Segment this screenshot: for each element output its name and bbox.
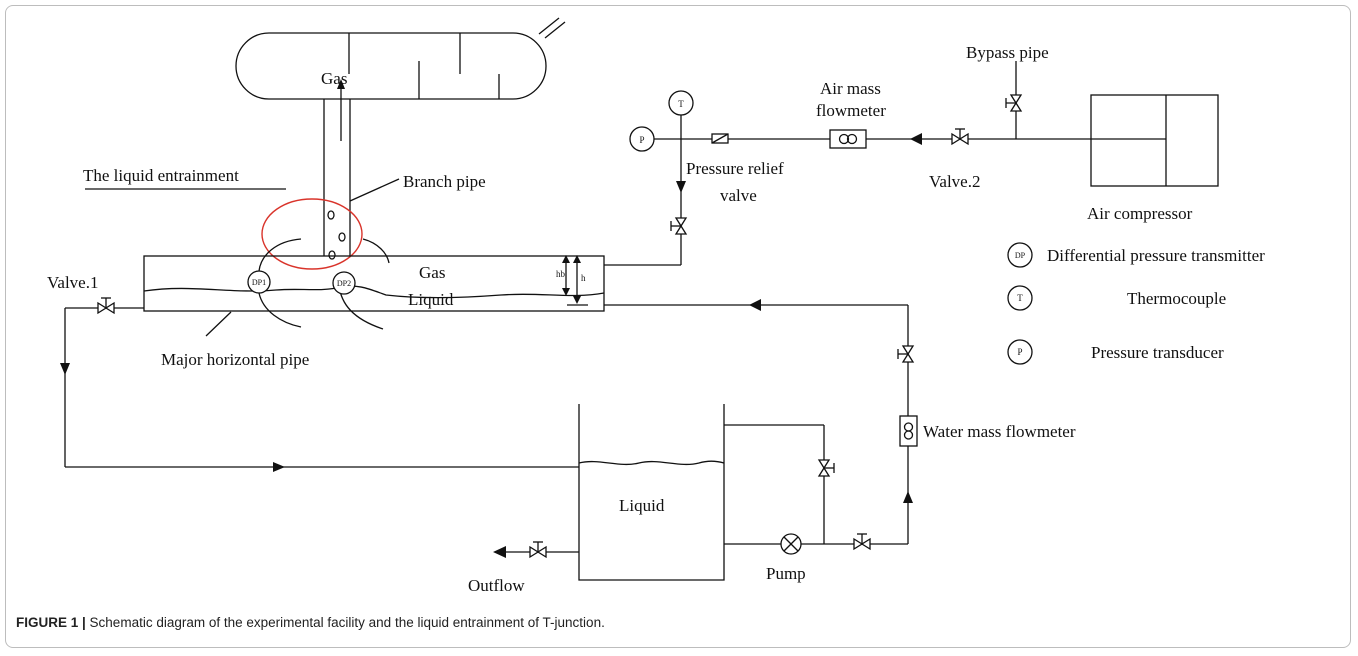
liquid-entrainment-label: The liquid entrainment xyxy=(83,166,239,185)
pressure-transducer-label: P xyxy=(639,135,644,145)
liquid-entrainment-circle xyxy=(261,198,363,270)
h-label: h xyxy=(581,273,586,283)
pressure-transducer-sensor xyxy=(629,126,655,152)
legend-p-symbol-text: P xyxy=(1017,347,1022,357)
gas-liquid-interface xyxy=(143,285,605,299)
major-horizontal-pipe xyxy=(143,255,605,312)
legend-t-symbol xyxy=(1007,285,1033,311)
pump-recirculation-valve xyxy=(817,459,835,477)
dp2-sensor xyxy=(332,271,356,295)
water-line-valve xyxy=(897,345,915,363)
pump xyxy=(780,533,802,555)
valve-2 xyxy=(951,128,969,146)
pump-outlet-valve xyxy=(853,533,871,551)
water-mass-flowmeter-label: Water mass flowmeter xyxy=(923,422,1076,441)
branch-pipe-label: Branch pipe xyxy=(403,172,486,191)
legend-p-text: Pressure transducer xyxy=(1091,343,1224,362)
tank-liquid-surface xyxy=(578,460,725,466)
figure-caption-label: FIGURE 1 | xyxy=(16,615,86,630)
gas-label-top: Gas xyxy=(321,69,347,88)
major-pipe-label: Major horizontal pipe xyxy=(161,350,309,369)
dp2-label: DP2 xyxy=(337,279,351,288)
air-compressor xyxy=(1090,94,1219,187)
legend-dp-symbol xyxy=(1007,242,1033,268)
thermocouple-label: T xyxy=(678,99,684,109)
liquid-tank xyxy=(578,404,725,581)
legend-t-symbol-text: T xyxy=(1017,293,1023,303)
pressure-relief-label-2: valve xyxy=(720,186,757,205)
valve-1 xyxy=(97,297,115,315)
dp1-sensor xyxy=(247,270,271,294)
figure-caption: FIGURE 1 | Schematic diagram of the expe… xyxy=(16,615,605,630)
pump-label: Pump xyxy=(766,564,806,583)
outflow-label: Outflow xyxy=(468,576,525,595)
legend: DP Differential pressure transmitter T T… xyxy=(1007,242,1265,365)
legend-dp-symbol-text: DP xyxy=(1015,251,1026,260)
facility-schematic: Gas Branch pipe The liquid entrainment G… xyxy=(47,17,1265,595)
pressure-relief-label-1: Pressure relief xyxy=(686,159,784,178)
figure-caption-text: Schematic diagram of the experimental fa… xyxy=(85,615,605,630)
air-mass-label-2: flowmeter xyxy=(816,101,886,120)
air-compressor-label: Air compressor xyxy=(1087,204,1193,223)
hb-label: hb xyxy=(556,269,566,279)
legend-t-text: Thermocouple xyxy=(1127,289,1226,308)
liquid-in-pipe-label: Liquid xyxy=(408,290,454,309)
tank-liquid-label: Liquid xyxy=(619,496,665,515)
dp1-label: DP1 xyxy=(252,278,266,287)
gas-in-pipe-label: Gas xyxy=(419,263,445,282)
thermocouple-sensor xyxy=(668,90,694,116)
valve-2-label: Valve.2 xyxy=(929,172,980,191)
bypass-pipe-label: Bypass pipe xyxy=(966,43,1049,62)
bypass-valve xyxy=(1005,94,1023,112)
air-mass-label-1: Air mass xyxy=(820,79,881,98)
figure-frame: Gas Branch pipe The liquid entrainment G… xyxy=(5,5,1351,648)
separator-tank xyxy=(235,32,547,100)
legend-dp-text: Differential pressure transmitter xyxy=(1047,246,1265,265)
outflow-valve xyxy=(529,541,547,559)
valve-1-label: Valve.1 xyxy=(47,273,98,292)
legend-p-symbol xyxy=(1007,339,1033,365)
pressure-relief-valve xyxy=(670,217,688,235)
